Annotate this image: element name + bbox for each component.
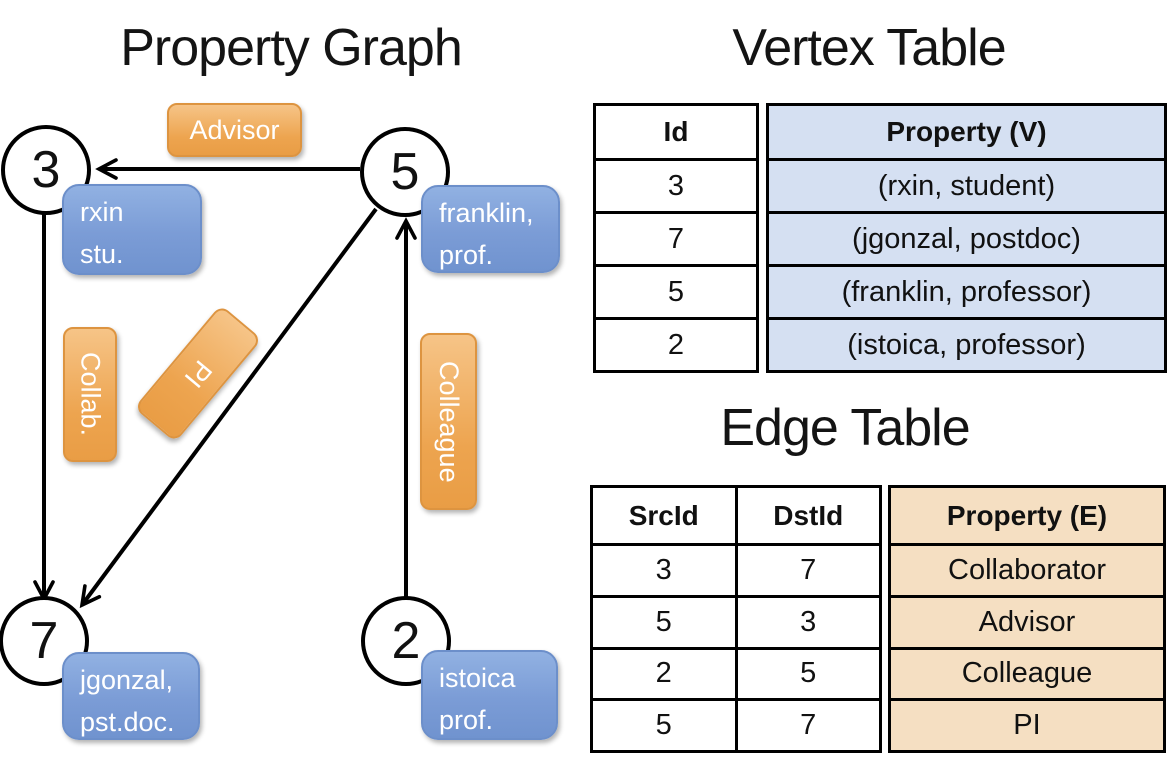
- edge-table-row: 3 7: [593, 543, 879, 595]
- vertex-table-property-column: Property (V) (rxin, student) (jgonzal, p…: [766, 103, 1167, 373]
- edge-table-srcid-cell: 2: [655, 657, 672, 690]
- edge-table-srcid-cell: 3: [655, 553, 672, 586]
- graph-edge-lines: [33, 158, 417, 609]
- vertex-table-property-cell: (rxin, student): [769, 158, 1164, 211]
- edge-table-property-header: Property (E): [891, 488, 1163, 543]
- edge-label-advisor: Advisor: [167, 103, 302, 157]
- edge-label-colleague: Colleague: [420, 333, 477, 510]
- vertex-table-id-column: Id 3 7 5 2: [593, 103, 759, 373]
- vertex-label-franklin-line1: franklin,: [439, 198, 534, 228]
- edge-table-dstid-cell: 7: [734, 546, 880, 595]
- edge-label-collab: Collab.: [63, 327, 117, 462]
- graph-node-5: 5: [360, 127, 450, 217]
- edge-table-id-columns: SrcId DstId 3 7 5 3 2 5 5 7: [590, 485, 882, 753]
- vertex-table-property-cell: (jgonzal, postdoc): [769, 211, 1164, 264]
- edge-table-dstid-cell: 7: [734, 701, 880, 750]
- vertex-table-id-header: Id: [663, 116, 689, 147]
- vertex-label-istoica-line2: prof.: [439, 704, 494, 735]
- vertex-label-jgonzal: jgonzal, pst.doc.: [62, 652, 200, 740]
- edge-table-property-column: Property (E) Collaborator Advisor Collea…: [888, 485, 1166, 753]
- edge-label-colleague-text: Colleague: [434, 360, 464, 483]
- edge-table-property-cell: Advisor: [891, 594, 1163, 647]
- vertex-table: Id 3 7 5 2 Property (V) (rxin, student) …: [593, 103, 1167, 373]
- vertex-table-property-cell: (franklin, professor): [769, 264, 1164, 317]
- vertex-label-rxin-line1: rxin: [80, 197, 124, 227]
- edge-table-property-cell: PI: [891, 698, 1163, 750]
- edge-table-dstid-header: DstId: [734, 488, 880, 543]
- edge-table-srcid-cell: 5: [655, 605, 672, 638]
- vertex-label-istoica-line1: istoica: [439, 663, 516, 693]
- vertex-table-title: Vertex Table: [732, 19, 1006, 77]
- edge-table-row: 5 3: [593, 594, 880, 647]
- edge-table-dstid-cell: 5: [734, 649, 880, 699]
- vertex-table-id-cell: 2: [596, 317, 756, 370]
- vertex-table-id-cell: 5: [596, 264, 756, 317]
- vertex-label-rxin: rxin stu.: [62, 184, 202, 275]
- vertex-label-franklin: franklin, prof.: [421, 185, 560, 273]
- edge-table-srcid-header: SrcId: [628, 499, 699, 531]
- edge-table-property-cell: Collaborator: [891, 543, 1163, 595]
- property-graph-title: Property Graph: [120, 19, 462, 77]
- node-2-id: 2: [391, 612, 421, 670]
- edge-table-row: 2 5: [593, 646, 880, 699]
- edge-label-collab-text: Collab.: [75, 352, 106, 437]
- vertex-table-property-header: Property (V): [769, 106, 1164, 158]
- vertex-label-jgonzal-line1: jgonzal,: [80, 665, 174, 695]
- edge-pi-5-to-7: [79, 207, 378, 609]
- vertex-label-franklin-line2: prof.: [439, 239, 494, 270]
- vertex-label-jgonzal-line2: pst.doc.: [80, 706, 175, 737]
- edge-table-title: Edge Table: [720, 399, 970, 457]
- edge-table-header-row: SrcId DstId: [593, 488, 879, 543]
- vertex-label-istoica: istoica prof.: [421, 650, 558, 740]
- node-3-id: 3: [31, 141, 61, 199]
- edge-table-row: 5 7: [593, 698, 879, 750]
- edge-label-advisor-text: Advisor: [189, 114, 280, 145]
- vertex-table-id-cell: 3: [596, 158, 756, 211]
- vertex-label-rxin-line2: stu.: [80, 238, 124, 269]
- vertex-table-id-cell: 7: [596, 211, 756, 264]
- edge-label-pi-text: PI: [178, 354, 219, 394]
- edge-table-srcid-cell: 5: [655, 709, 672, 742]
- node-7-id: 7: [29, 612, 59, 670]
- edge-table-property-cell: Colleague: [891, 646, 1163, 699]
- node-5-id: 5: [390, 143, 420, 201]
- edge-table-dstid-cell: 3: [734, 597, 880, 647]
- vertex-table-property-cell: (istoica, professor): [769, 317, 1164, 370]
- edge-table: SrcId DstId 3 7 5 3 2 5 5 7 Property (E)…: [590, 485, 1166, 753]
- graph-node-2: 2: [361, 596, 451, 686]
